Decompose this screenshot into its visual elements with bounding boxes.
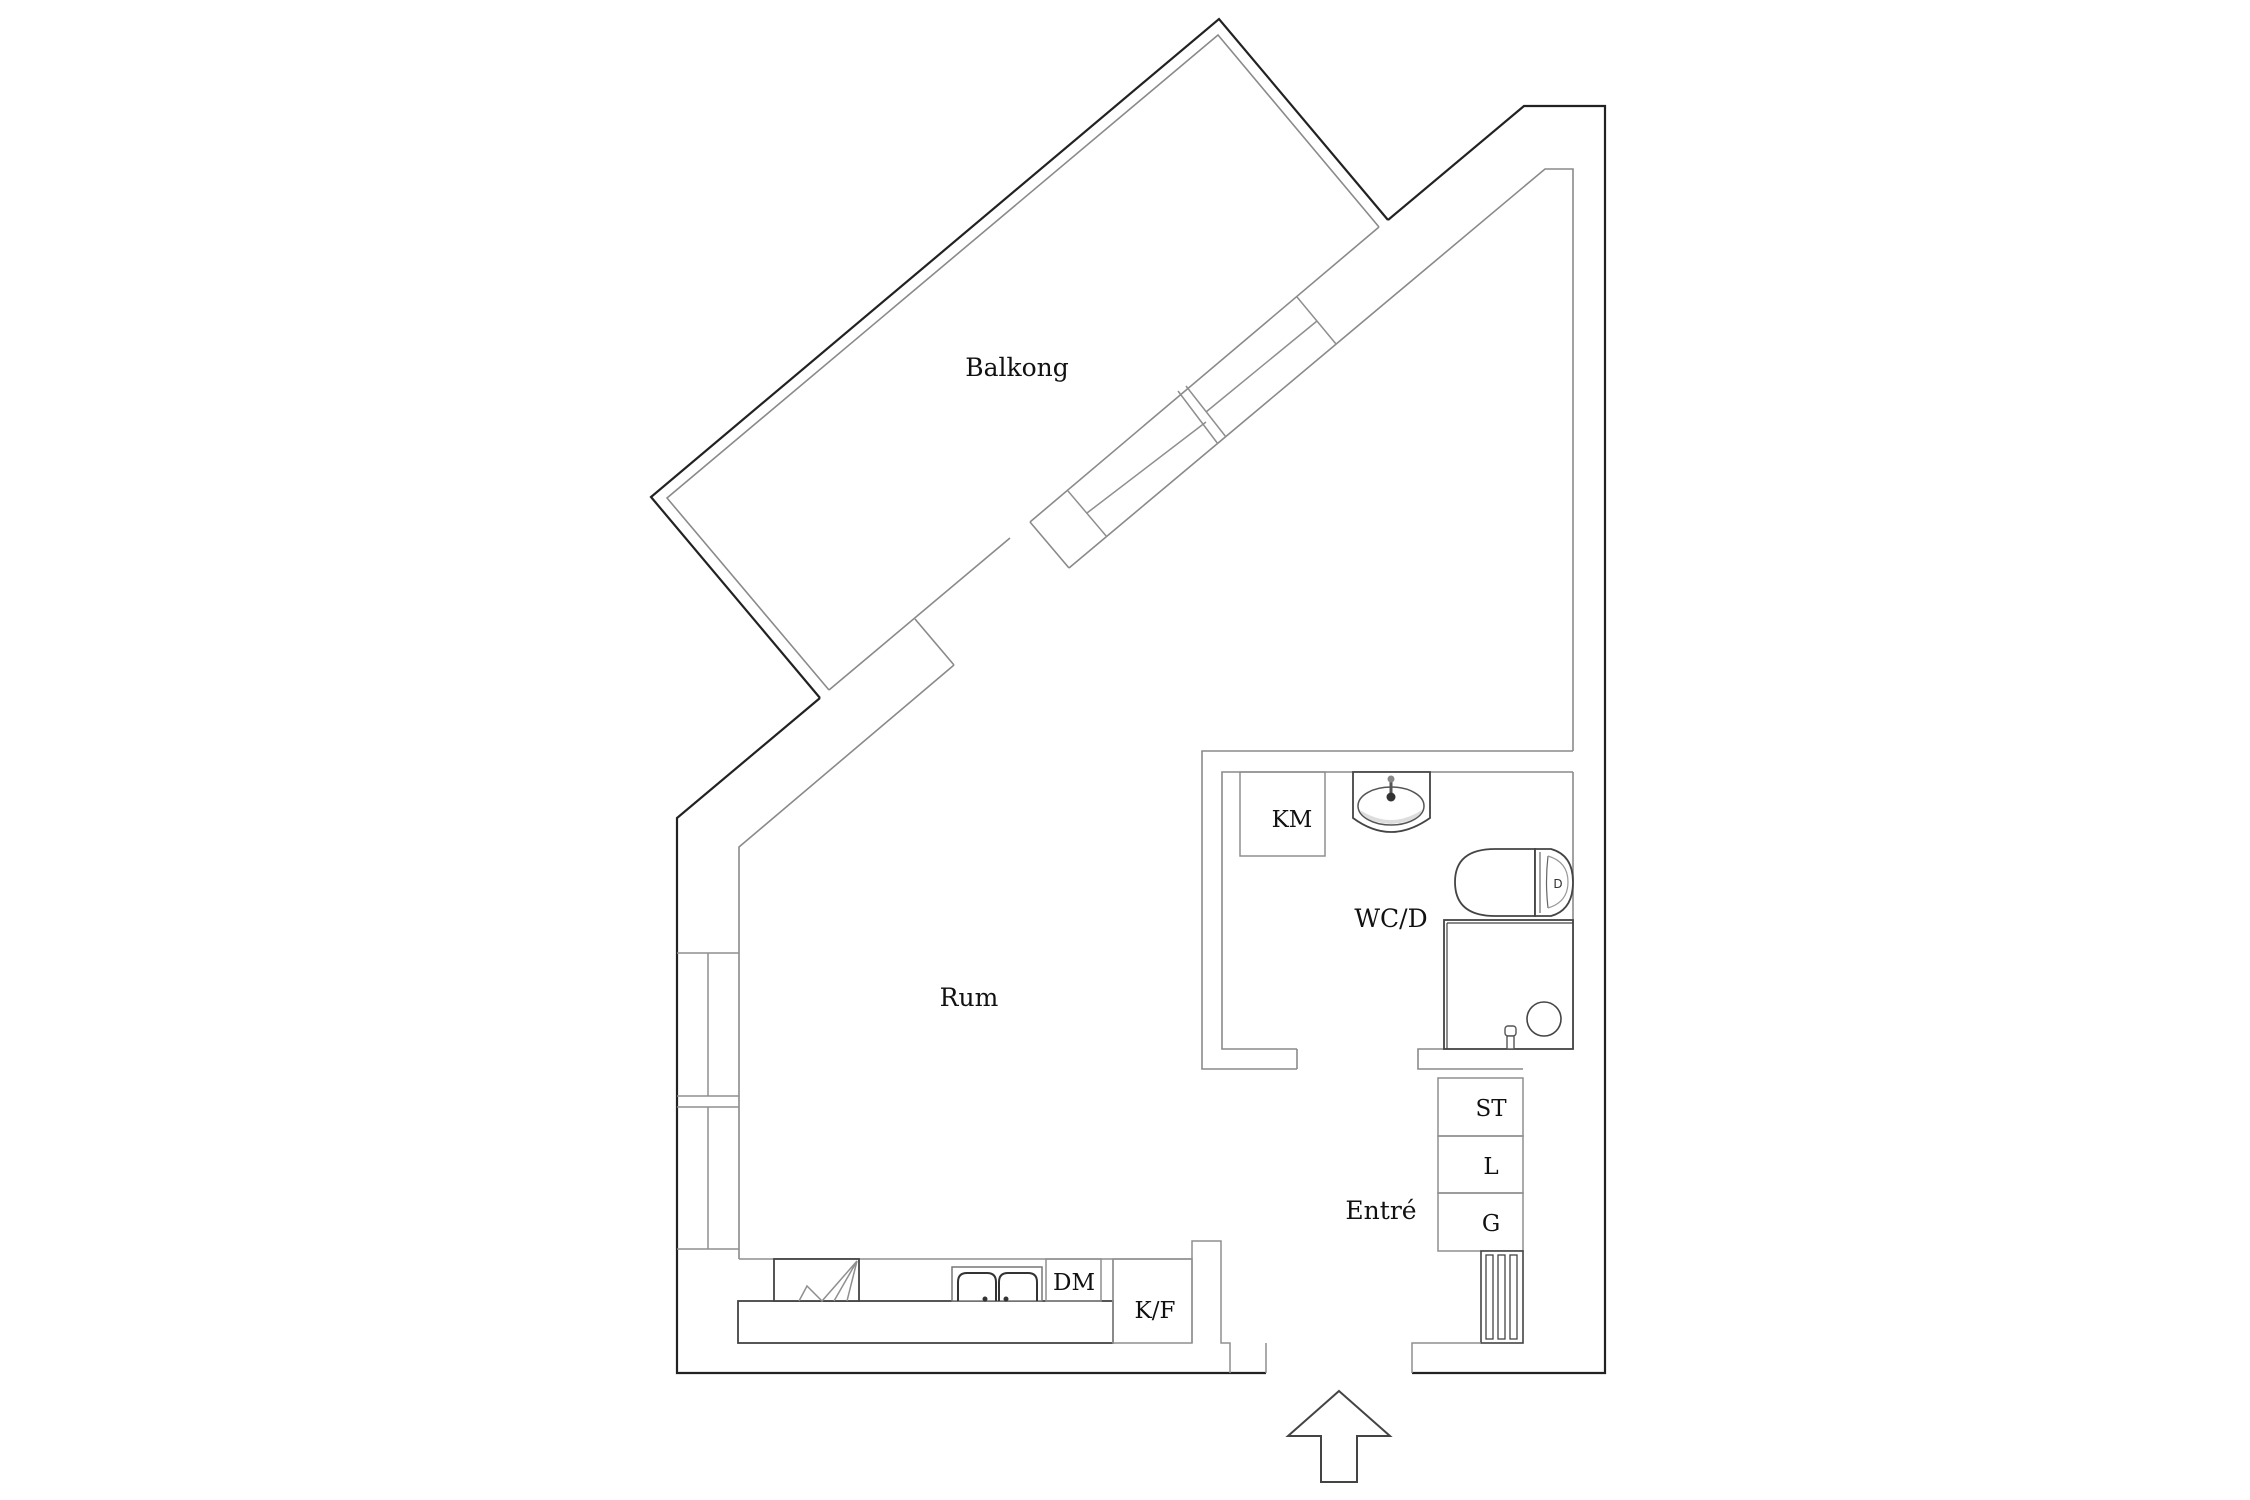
balcony (649, 17, 1389, 699)
stove-icon (773, 1258, 860, 1302)
diagonal-wall-exterior-face-2 (1029, 226, 1380, 523)
cabinet-l (1437, 1135, 1524, 1194)
diagonal-wall-exterior-face (828, 537, 1011, 691)
kitchen-counter (737, 1300, 1114, 1344)
bathroom: KM D WC/D (1201, 750, 1574, 1070)
balcony-railing-inner (665, 33, 1380, 691)
bathroom-wall-right-piece (1417, 1048, 1523, 1070)
left-windows (677, 952, 739, 1250)
up-arrow-icon (1285, 1389, 1393, 1483)
label-rum: Rum (940, 983, 999, 1012)
window-glass-1 (1086, 421, 1207, 514)
entry-wall-stub (1191, 1240, 1231, 1373)
exterior-walls (675, 104, 1607, 1375)
dishwasher-box (1045, 1258, 1102, 1302)
cabinet-g (1437, 1192, 1524, 1252)
washbasin-icon (1352, 771, 1431, 833)
label-st: ST (1475, 1096, 1507, 1122)
balcony-door-jamb-left (914, 618, 955, 666)
label-dm: DM (1053, 1270, 1095, 1296)
toilet-tank-mark: D (1553, 877, 1562, 891)
window-glass-2 (1205, 320, 1318, 413)
entry-door-jamb-right (1411, 1342, 1481, 1373)
toilet-icon: D (1454, 848, 1574, 917)
shower-icon (1443, 919, 1574, 1050)
kitchen-sink-icon (951, 1266, 1043, 1302)
label-balkong: Balkong (965, 353, 1069, 382)
entry: ST L G Entré (1265, 1077, 1524, 1373)
bathroom-wall-outer (1201, 750, 1573, 1070)
interior-wall-faces (738, 168, 1574, 1259)
balcony-windows (1067, 296, 1337, 538)
label-km: KM (1272, 807, 1313, 833)
inner-face-right (1068, 168, 1574, 751)
stove-line (846, 1260, 858, 1302)
window-frame-1 (1067, 490, 1108, 538)
kitchen: DM K/F (737, 1240, 1231, 1373)
washing-machine-box (1239, 771, 1326, 857)
label-g: G (1482, 1211, 1500, 1237)
window-frame-2 (1296, 296, 1337, 345)
exterior-wall-outline-right (1387, 104, 1607, 1375)
label-l: L (1483, 1154, 1498, 1180)
window-mullion-a (1177, 390, 1219, 445)
label-entre: Entré (1345, 1196, 1416, 1225)
label-wcd: WC/D (1354, 904, 1427, 933)
balcony-railing-outer (649, 17, 1389, 699)
balcony-door-jamb-right (1029, 521, 1070, 569)
stove-zigzag (798, 1260, 858, 1303)
label-kf: K/F (1135, 1298, 1176, 1324)
radiator-icon (1480, 1250, 1524, 1344)
inner-face-left (738, 664, 955, 1259)
